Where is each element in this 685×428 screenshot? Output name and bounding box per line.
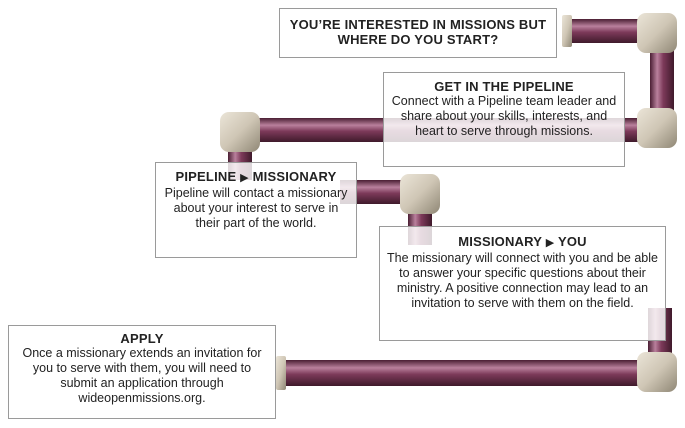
step-start-box: YOU’RE INTERESTED IN MISSIONS BUT WHERE … (279, 8, 557, 58)
step-missionary-you-text: The missionary will connect with you and… (387, 251, 658, 310)
step-get-in-pipeline-text: Connect with a Pipeline team leader and … (391, 94, 617, 138)
step-get-in-pipeline-box: GET IN THE PIPELINE Connect with a Pipel… (383, 72, 625, 167)
pipe-segment-8 (283, 360, 645, 386)
step-missionary-you-box: MISSIONARY ▶ YOU The missionary will con… (379, 226, 666, 341)
step-pipeline-missionary-title: PIPELINE ▶ MISSIONARY (162, 169, 350, 186)
title-to: YOU (557, 234, 587, 249)
step-get-in-pipeline-title: GET IN THE PIPELINE (434, 79, 574, 94)
pipe-segment-1 (570, 19, 646, 43)
step-pipeline-missionary-text: Pipeline will contact a missionary about… (164, 186, 348, 230)
step-missionary-you-title: MISSIONARY ▶ YOU (386, 234, 659, 251)
pipe-segment-2 (650, 44, 674, 116)
pipe-joint-4 (400, 174, 440, 214)
step-apply-title: APPLY (120, 331, 164, 346)
step-apply-text: Once a missionary extends an invitation … (22, 346, 262, 405)
arrow-right-icon: ▶ (240, 172, 249, 184)
title-to: MISSIONARY (252, 169, 337, 184)
pipe-joint-2 (637, 108, 677, 148)
pipe-joint-3 (220, 112, 260, 152)
title-from: PIPELINE (175, 169, 237, 184)
arrow-right-icon: ▶ (545, 237, 555, 249)
pipe-joint-1 (637, 13, 677, 53)
step-start-title: YOU’RE INTERESTED IN MISSIONS BUT WHERE … (289, 17, 547, 47)
pipe-joint-5 (637, 352, 677, 392)
pipe-end-cap-top (562, 15, 572, 47)
title-from: MISSIONARY (458, 234, 542, 249)
step-apply-box: APPLY Once a missionary extends an invit… (8, 325, 276, 419)
step-pipeline-missionary-box: PIPELINE ▶ MISSIONARY Pipeline will cont… (155, 162, 357, 258)
pipe-end-cap-bottom (276, 356, 286, 390)
